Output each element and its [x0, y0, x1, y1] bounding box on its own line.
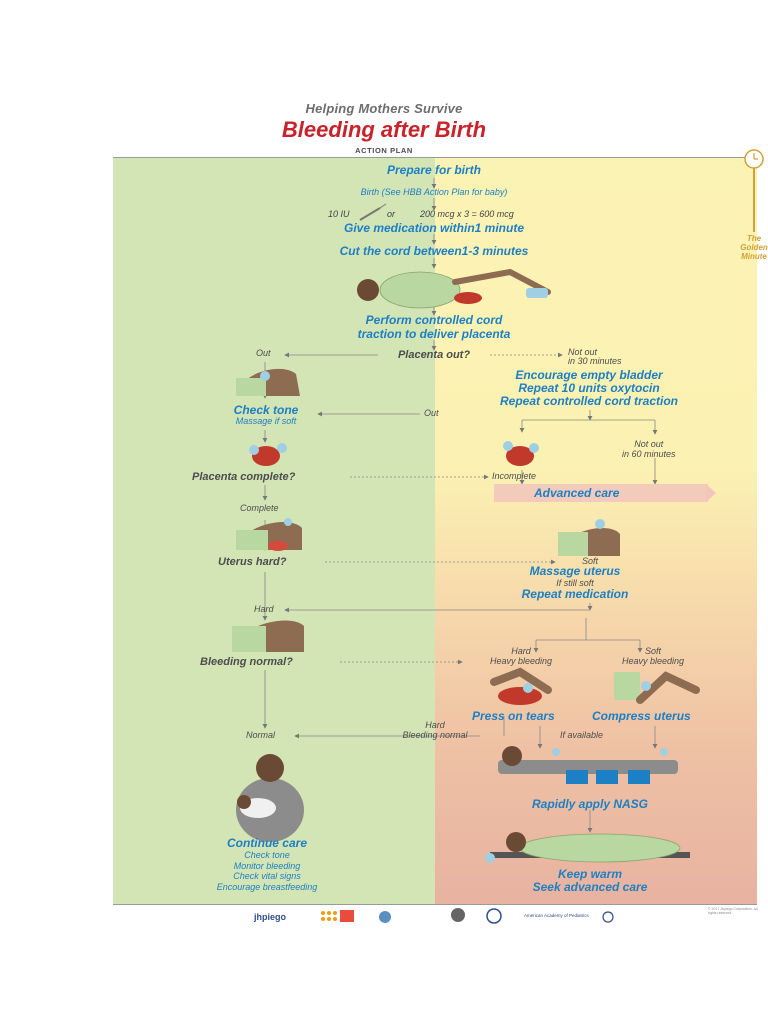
step-repeat-traction: Repeat controlled cord traction [499, 394, 679, 408]
dose-b: or [387, 209, 396, 219]
label-if-available: If available [560, 730, 604, 740]
step-give-medication: Give medication within1 minute [343, 221, 525, 235]
massage-uterus-illustration [558, 519, 620, 556]
header-plan: ACTION PLAN [355, 146, 413, 155]
question-bleeding-normal: Bleeding normal? [200, 656, 293, 668]
question-placenta-out: Placenta out? [397, 349, 471, 361]
label-complete: Complete [240, 503, 279, 513]
syringe-icon [359, 203, 387, 221]
label-heavy-bleeding-1: Heavy bleeding [489, 656, 553, 666]
not-out-30-a: Not out [568, 347, 598, 357]
step-keep-warm: Keep warm [557, 867, 623, 881]
label-normal: Normal [246, 730, 276, 740]
label-heavy-bleeding-2: Heavy bleeding [621, 656, 685, 666]
continue-care-list: Check tone Monitor bleeding Check vital … [182, 850, 352, 892]
step-massage-uterus: Massage uterus [529, 564, 621, 578]
breastfeeding-illustration [236, 754, 304, 842]
cc-check-tone: Check tone [244, 850, 290, 860]
press-tears-illustration [490, 667, 552, 705]
label-hard-3: Hard [425, 720, 445, 730]
label-not-out-30: Not out in 30 minutes [568, 348, 622, 366]
step-seek-advanced-care: Seek advanced care [532, 880, 648, 894]
check-tone-illustration [236, 368, 300, 396]
label-hard-2: Hard [511, 646, 531, 656]
advanced-care-bar [494, 484, 716, 502]
header-title: Bleeding after Birth [281, 117, 487, 142]
dose-a: 10 IU [328, 209, 350, 219]
cc-monitor-bleeding: Monitor bleeding [233, 860, 301, 871]
question-uterus-hard: Uterus hard? [218, 556, 287, 568]
logo-jhpiego: jhpiego [254, 912, 286, 922]
step-birth: Birth (See HBB Action Plan for baby) [360, 187, 508, 197]
placenta-left-illustration [249, 443, 287, 466]
step-check-tone: Check tone [233, 403, 299, 417]
step-press-on-tears: Press on tears [472, 709, 555, 723]
cc-check-vital-signs: Check vital signs [233, 871, 301, 881]
keep-warm-illustration [485, 832, 690, 863]
footer-logo-icons [321, 908, 614, 924]
compress-uterus-illustration [614, 671, 700, 704]
copyright-text: © 2017 Jhpiego Corporation. All rights r… [708, 907, 758, 916]
step-massage-if-soft: Massage if soft [235, 416, 297, 426]
question-placenta-complete: Placenta complete? [192, 471, 296, 483]
not-out-30-b: in 30 minutes [568, 356, 622, 366]
not-out-60-a: Not out [634, 439, 664, 449]
step-traction-2: traction to deliver placenta [357, 327, 511, 341]
label-out-1: Out [256, 348, 271, 358]
golden-minute-line3: Minute [741, 252, 767, 261]
label-bleeding-normal: Bleeding normal [402, 730, 468, 740]
top-divider [113, 157, 757, 158]
label-not-out-60: Not out in 60 minutes [622, 439, 676, 459]
label-if-still-soft: If still soft [556, 578, 594, 588]
nasg-illustration [498, 746, 678, 784]
placenta-right-illustration [503, 441, 539, 466]
logo-aap: American Academy of Pediatrics [524, 913, 589, 918]
birth-illustration [357, 268, 551, 309]
step-prepare: Prepare for birth [386, 163, 482, 177]
cc-encourage-breastfeeding: Encourage breastfeeding [216, 881, 318, 892]
step-apply-nasg: Rapidly apply NASG [531, 797, 649, 811]
step-traction-1: Perform controlled cord [365, 313, 503, 327]
label-hard-1: Hard [254, 604, 274, 614]
label-incomplete: Incomplete [492, 471, 537, 481]
dose-c: 200 mcg x 3 = 600 mcg [420, 209, 514, 219]
step-compress-uterus: Compress uterus [592, 709, 691, 723]
step-repeat-medication: Repeat medication [521, 587, 629, 601]
label-soft-heavy: Soft Heavy bleeding [608, 646, 698, 666]
golden-minute-label: The Golden Minute [732, 234, 768, 261]
not-out-60-b: in 60 minutes [622, 449, 676, 459]
step-cut-cord: Cut the cord between1-3 minutes [339, 244, 529, 258]
label-out-2: Out [424, 408, 439, 418]
bottom-divider [113, 904, 757, 905]
step-advanced-care: Advanced care [534, 486, 620, 500]
step-encourage-bladder: Encourage empty bladder [515, 368, 663, 382]
bleeding-normal-illustration [232, 620, 304, 652]
step-repeat-oxytocin: Repeat 10 units oxytocin [518, 381, 660, 395]
label-soft-1: Soft [582, 556, 599, 566]
label-hard-bleeding-normal: Hard Bleeding normal [390, 720, 480, 740]
header-subtitle: Helping Mothers Survive [305, 101, 463, 116]
golden-minute-line1: The [746, 234, 762, 243]
step-continue-care: Continue care [226, 836, 307, 850]
complete-illustration [236, 518, 302, 551]
label-soft-2: Soft [644, 646, 661, 656]
label-hard-heavy: Hard Heavy bleeding [476, 646, 566, 666]
golden-minute-line2: Golden [740, 243, 768, 252]
golden-minute-clock-icon [744, 149, 764, 232]
